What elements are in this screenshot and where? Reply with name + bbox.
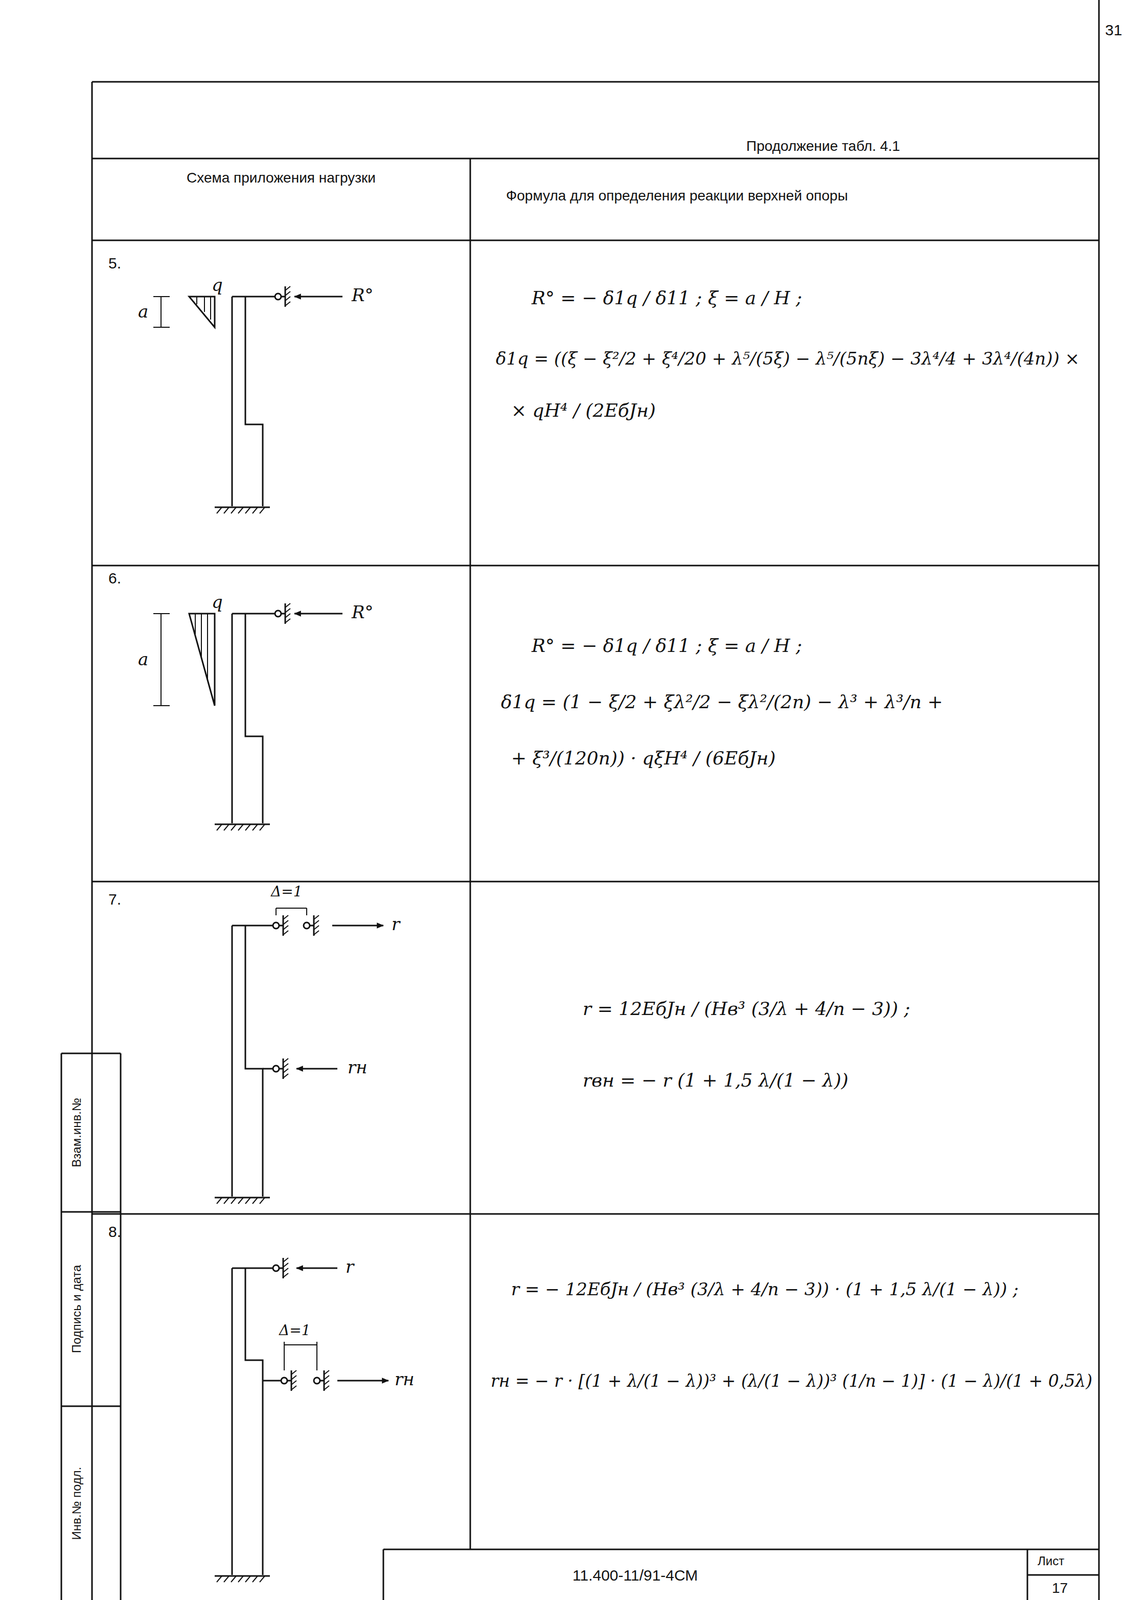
formula-text: + ξ³/(120n)) · qξH⁴ / (6EбJн) — [511, 746, 1074, 770]
formula-text: R° = − δ1q / δ11 ; ξ = a / H ; — [531, 633, 1074, 657]
printed-text: 6. — [108, 568, 122, 588]
formula-text: Δ=1 — [279, 1320, 311, 1339]
formula-text: r = 12EбJн / (Hв³ (3/λ + 4/n − 3)) ; — [582, 996, 1084, 1020]
printed-text: Формула для определения реакции верхней … — [506, 186, 848, 205]
printed-text: Схема приложения нагрузки — [173, 168, 389, 187]
formula-text: r = − 12EбJн / (Hв³ (3/λ + 4/n − 3)) · (… — [511, 1277, 1094, 1300]
printed-text: Лист — [1037, 1552, 1065, 1569]
printed-text: 17 — [1051, 1578, 1068, 1597]
formula-text: r — [391, 912, 400, 935]
formula-text: R° — [351, 284, 374, 307]
stamp-field: Инв.№ подл. — [69, 1408, 85, 1598]
formula-text: q — [211, 590, 223, 613]
formula-text: rн — [394, 1367, 415, 1390]
formula-text: a — [138, 300, 149, 323]
formula-text: δ1q = (1 − ξ/2 + ξλ²/2 − ξλ²/(2n) − λ³ +… — [500, 690, 1094, 714]
printed-text: 8. — [108, 1221, 122, 1242]
printed-text: 7. — [108, 889, 122, 909]
printed-text: 11.400-11/91-4СМ — [572, 1565, 698, 1585]
stamp-field: Подпись и дата — [69, 1213, 85, 1404]
formula-text: δ1q = ((ξ − ξ²/2 + ξ⁴/20 + λ⁵/(5ξ) − λ⁵/… — [495, 347, 1094, 370]
formula-text: Δ=1 — [270, 882, 303, 901]
printed-text: 31 — [1105, 20, 1122, 40]
formula-text: r — [345, 1255, 354, 1278]
formula-text: rн — [347, 1056, 368, 1078]
formula-text: rн = − r · [(1 + λ/(1 − λ))³ + (λ/(1 − λ… — [490, 1369, 1094, 1391]
formula-text: q — [211, 273, 223, 296]
formula-text: R° — [351, 601, 374, 624]
printed-text: 5. — [108, 253, 122, 273]
formula-text: a — [138, 648, 149, 671]
formula-text: rвн = − r (1 + 1,5 λ/(1 − λ)) — [582, 1068, 1084, 1092]
stamp-field: Взам.инв.№ — [69, 1055, 85, 1209]
formula-text: × qH⁴ / (2EбJн) — [511, 398, 1074, 422]
formula-text: R° = − δ1q / δ11 ; ξ = a / H ; — [531, 286, 1074, 310]
printed-text: Продолжение табл. 4.1 — [746, 136, 901, 155]
